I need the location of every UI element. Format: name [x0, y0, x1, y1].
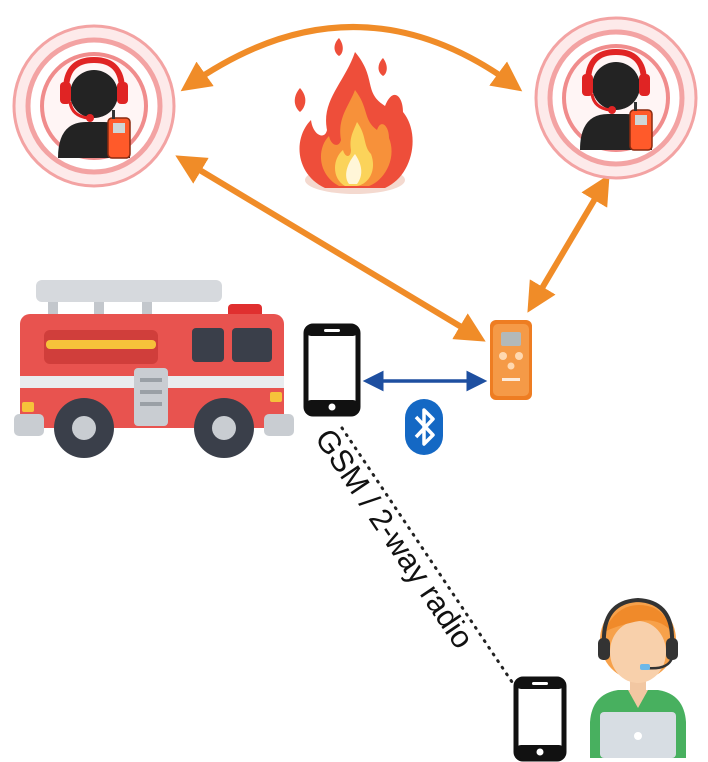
operator-with-headset-icon: [590, 597, 686, 758]
arrow-firefighter-left-to-device: [175, 155, 486, 342]
firefighter-with-headset-and-radio-icon: [580, 48, 653, 151]
arrow-between-firefighters: [180, 24, 523, 92]
smartphone-icon: [303, 323, 361, 417]
fire-truck-icon: [14, 280, 294, 458]
dotted-radio-link: [340, 426, 516, 687]
firefighter-left: [12, 24, 176, 188]
fire-icon: [294, 38, 413, 194]
arrow-firefighter-right-to-device: [527, 174, 610, 313]
link-label: GSM / 2-way radio: [308, 422, 481, 654]
portable-device-icon: [490, 320, 532, 400]
dispatcher-phone-icon: [513, 676, 567, 762]
firefighter-right: [534, 16, 698, 180]
firefighter-with-headset-and-radio-icon: [58, 56, 131, 159]
bluetooth-icon: [405, 399, 443, 455]
